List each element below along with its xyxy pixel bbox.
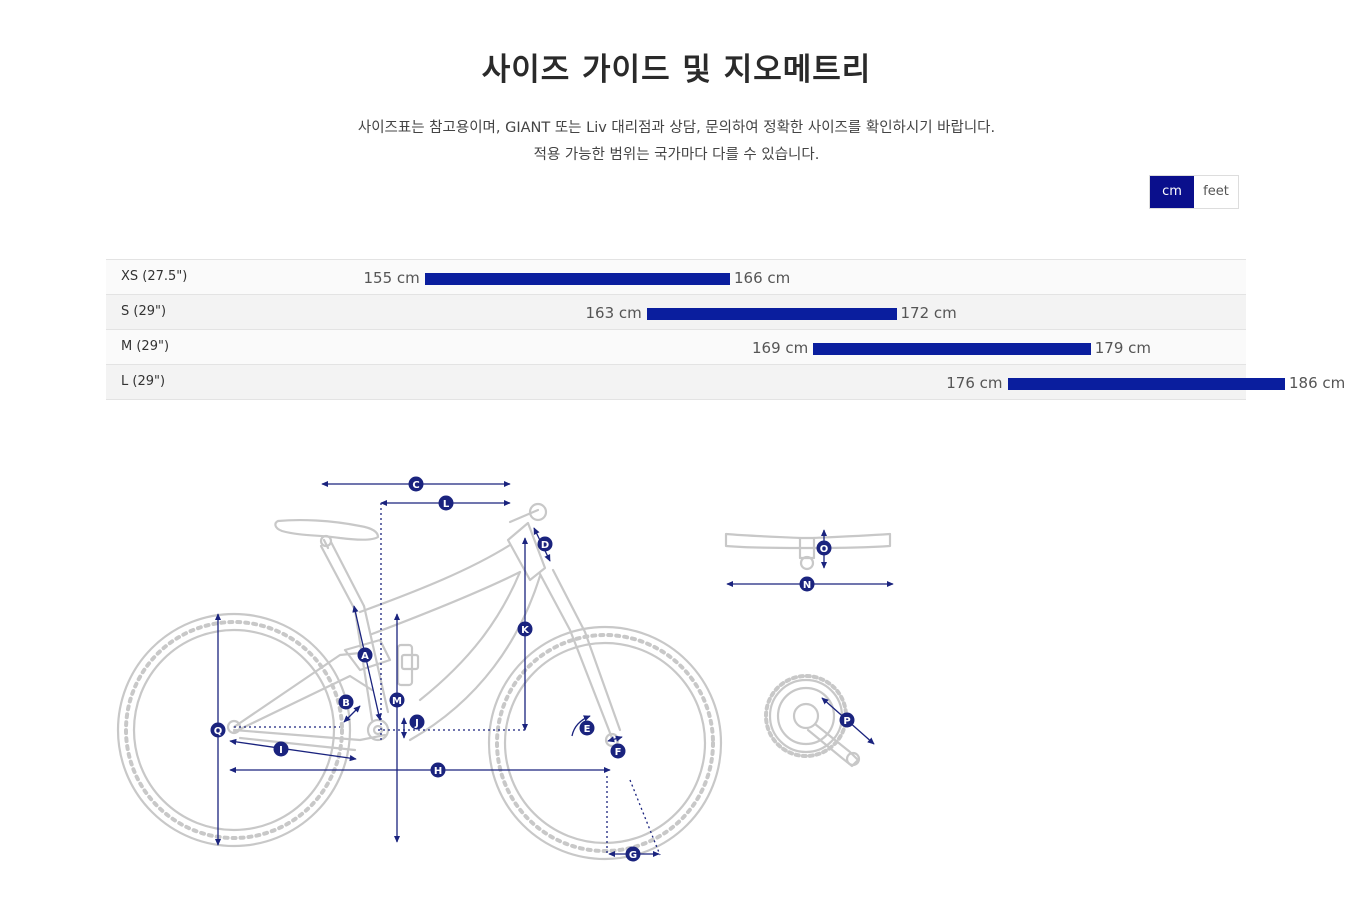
svg-text:J: J [414,718,419,729]
svg-text:H: H [434,766,442,777]
svg-text:F: F [615,747,622,758]
description-line-1: 사이즈표는 참고용이며, GIANT 또는 Liv 대리점과 상담, 문의하여 … [357,120,996,136]
svg-text:G: G [629,850,637,861]
range-min-label: 155 cm [363,269,420,287]
svg-text:A: A [361,651,369,662]
svg-text:C: C [412,480,419,491]
range-max-label: 186 cm [1289,374,1346,392]
badge-a: A [357,647,373,663]
svg-text:M: M [392,696,402,707]
range-min-label: 169 cm [751,339,809,357]
size-row: XS (27.5") 155 cm 166 cm [106,260,1246,295]
dimension-badges: C L D K A M B J Q I H E F G O N P [210,476,855,862]
range-min-label: 163 cm [585,304,642,322]
badge-o: O [816,540,832,556]
unit-cm-button[interactable]: cm [1150,176,1194,208]
svg-text:P: P [843,716,850,727]
svg-text:O: O [820,544,829,555]
badge-h: H [430,762,446,778]
svg-text:B: B [342,698,350,709]
badge-d: D [537,536,553,552]
size-row: M (29") 169 cm 179 cm [106,330,1246,365]
badge-k: K [517,621,533,637]
badge-e: E [579,720,595,736]
badge-i: I [273,741,289,757]
badge-q: Q [210,722,226,738]
unit-toggle: cm feet [1149,175,1239,209]
svg-text:D: D [541,540,549,551]
badge-f: F [610,743,626,759]
range-max-label: 166 cm [734,269,791,287]
size-label: S (29") [121,304,167,319]
size-label: M (29") [121,339,170,354]
size-chart: XS (27.5") 155 cm 166 cm S (29") 163 cm … [106,259,1345,400]
range-bar [646,308,897,320]
badge-n: N [799,576,815,592]
badge-j: J [409,714,425,730]
badge-l: L [438,495,454,511]
size-row: S (29") 163 cm 172 cm [106,295,1246,330]
svg-text:L: L [443,499,450,510]
svg-text:E: E [584,724,591,735]
size-label: XS (27.5") [121,269,188,284]
svg-text:K: K [521,625,530,636]
page-title: 사이즈 가이드 및 지오메트리 [481,52,872,88]
range-min-label: 176 cm [946,374,1003,392]
bike-drawing [116,502,892,861]
badge-c: C [408,476,424,492]
description-line-2: 적용 가능한 범위는 국가마다 다를 수 있습니다. [533,147,820,163]
badge-p: P [839,712,855,728]
range-bar [1007,378,1285,390]
badge-g: G [625,846,641,862]
badge-m: M [389,692,405,708]
svg-text:N: N [803,580,811,591]
range-max-label: 172 cm [900,304,957,322]
range-bar [424,273,730,285]
range-max-label: 179 cm [1094,339,1152,357]
svg-text:I: I [279,745,283,756]
range-bar [813,343,1091,355]
svg-text:Q: Q [214,726,223,737]
description: 사이즈표는 참고용이며, GIANT 또는 Liv 대리점과 상담, 문의하여 … [0,115,1353,169]
unit-feet-button[interactable]: feet [1194,176,1238,208]
dimension-lines [214,480,894,858]
badge-b: B [338,694,354,710]
size-row: L (29") 176 cm 186 cm [106,365,1345,400]
size-label: L (29") [121,374,166,389]
